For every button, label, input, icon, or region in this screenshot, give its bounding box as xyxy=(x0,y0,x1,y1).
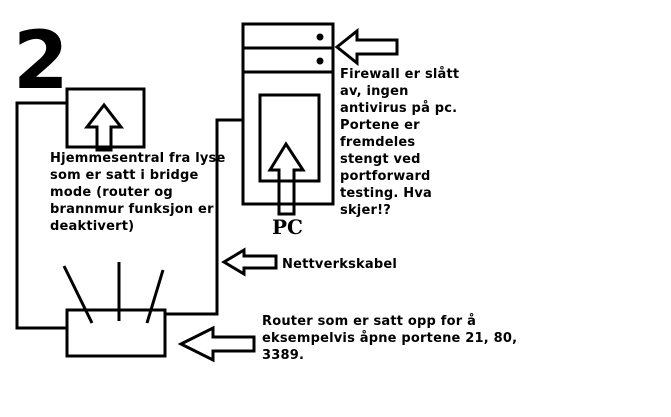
cable-exchange-router xyxy=(15,101,67,330)
cable-router-pc xyxy=(165,118,243,316)
router-note: Router som er satt opp for å eksempelvis… xyxy=(262,314,518,363)
arrow-left-icon xyxy=(334,27,399,67)
pc-label: PC xyxy=(272,215,303,239)
router-icon xyxy=(62,262,167,358)
arrow-up-icon xyxy=(83,102,125,152)
arrow-left-icon xyxy=(221,247,278,277)
cable-note: Nettverkskabel xyxy=(282,257,398,272)
step-number: 2 xyxy=(13,14,69,107)
firewall-note: Firewall er slått av, ingen antivirus på… xyxy=(340,67,460,218)
arrow-up-icon xyxy=(267,141,306,216)
arrow-left-icon xyxy=(177,325,256,363)
home-exchange-icon xyxy=(65,87,146,149)
pc-tower-icon xyxy=(241,22,335,206)
drive-led-icon xyxy=(316,57,324,65)
drive-led-icon xyxy=(316,33,324,41)
home-exchange-note: Hjemmesentral fra lyse som er satt i bri… xyxy=(50,151,226,234)
